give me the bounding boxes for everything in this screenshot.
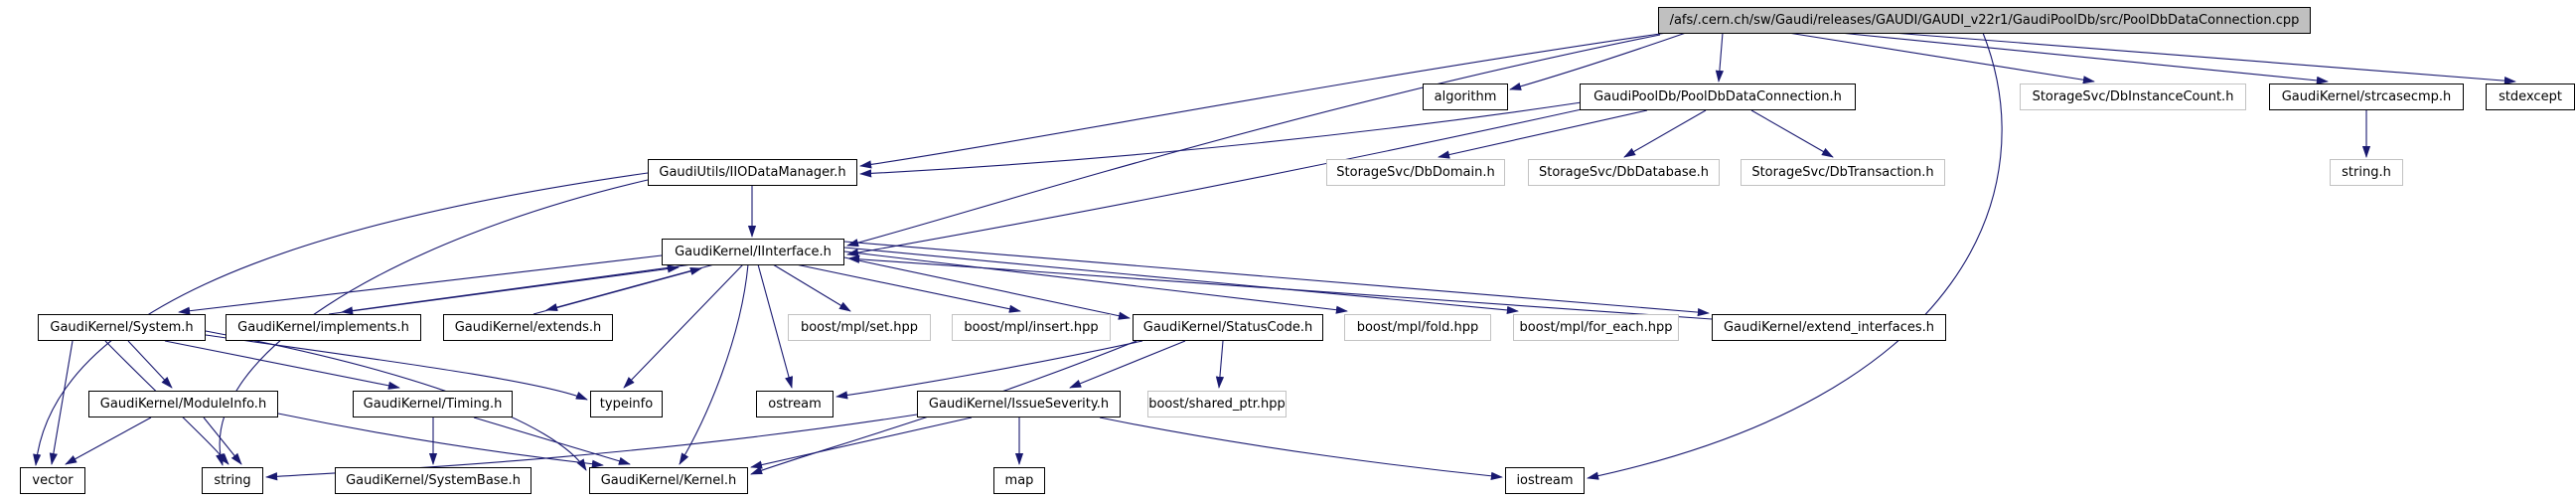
node-string: string [202, 467, 263, 494]
node-typeinfo: typeinfo [590, 391, 663, 418]
edge-iinterface-mpl-fold-hpp [843, 250, 1348, 314]
edge-extends-iinterface-h [532, 266, 702, 315]
node-module-info-h[interactable]: GaudiKernel/ModuleInfo.h [88, 391, 278, 418]
edge-system-vector [49, 340, 74, 465]
edge-extend-interfaces-iinterface-h [847, 254, 1713, 320]
edge-issue-severity-string [265, 414, 918, 481]
edge-iinterface-mpl-insert-hpp [795, 263, 1021, 313]
node-extend-interfaces-h[interactable]: GaudiKernel/extend_interfaces.h [1712, 314, 1946, 341]
node-mpl-for-each-hpp: boost/mpl/for_each.hpp [1513, 314, 1679, 341]
node-strcasecmp-h[interactable]: GaudiKernel/strcasecmp.h [2269, 84, 2464, 110]
edge-cpp-pooldb-data-connection-h [1715, 32, 1725, 83]
edge-status-code-issue-severity-h [1069, 340, 1186, 389]
edge-iio-vector [33, 172, 649, 466]
node-system-base-h[interactable]: GaudiKernel/SystemBase.h [335, 467, 531, 494]
edge-pooldb-db-transaction-h [1750, 109, 1834, 158]
node-status-code-h[interactable]: GaudiKernel/StatusCode.h [1133, 314, 1323, 341]
node-vector: vector [20, 467, 85, 494]
node-issue-severity-h[interactable]: GaudiKernel/IssueSeverity.h [917, 391, 1121, 418]
edge-iinterface-status-code-h [843, 256, 1131, 320]
node-extends-h[interactable]: GaudiKernel/extends.h [443, 314, 613, 341]
node-map: map [993, 467, 1045, 494]
edge-cpp-iinterface-h [846, 34, 1661, 248]
node-db-database-h: StorageSvc/DbDatabase.h [1528, 159, 1720, 186]
edge-iio-string [216, 179, 649, 466]
node-ostream: ostream [756, 391, 833, 418]
edge-module-info-kernel-h [277, 413, 604, 468]
node-iinterface-h[interactable]: GaudiKernel/IInterface.h [662, 239, 844, 265]
node-db-instance-count-h: StorageSvc/DbInstanceCount.h [2020, 84, 2246, 110]
edge-system-module-info-h [127, 340, 173, 389]
node-stdexcept: stdexcept [2486, 84, 2575, 110]
edge-iinterface-mpl-set-hpp [772, 263, 851, 312]
node-cpp-title: /afs/.cern.ch/sw/Gaudi/releases/GAUDI/GA… [1658, 7, 2311, 34]
edge-iinterface-extend-interfaces-h [843, 241, 1710, 317]
edge-system-timing-h [164, 340, 400, 390]
edge-module-info-string [203, 417, 242, 465]
node-db-transaction-h: StorageSvc/DbTransaction.h [1741, 159, 1945, 186]
node-string-h: string.h [2330, 159, 2403, 186]
edge-cpp-strcasecmp-h [1839, 32, 2329, 84]
edge-pooldb-db-database-h [1623, 109, 1707, 158]
node-iostream: iostream [1505, 467, 1585, 494]
edge-cpp-stdexcept [1892, 32, 2516, 85]
edge-status-code-kernel-h [750, 340, 1137, 475]
node-pooldb-data-connection-h[interactable]: GaudiPoolDb/PoolDbDataConnection.h [1580, 84, 1856, 110]
edge-cpp-db-instance-count-h [1787, 32, 2095, 84]
edge-status-code-shared-ptr-hpp [1215, 340, 1225, 389]
node-system-h[interactable]: GaudiKernel/System.h [38, 314, 206, 341]
edge-issue-severity-iostream [1099, 417, 1503, 480]
edge-pooldb-db-domain-h [1438, 109, 1648, 159]
edge-cpp-iio-data-manager-h [859, 32, 1668, 169]
edge-module-info-vector [65, 417, 152, 465]
edge-cpp-algorithm [1509, 32, 1687, 90]
node-algorithm: algorithm [1423, 84, 1508, 110]
edge-timing-kernel-h [473, 417, 631, 465]
edge-iinterface-mpl-for-each-hpp [843, 247, 1519, 315]
edge-pooldb-iinterface-h [846, 108, 1583, 257]
node-mpl-insert-hpp: boost/mpl/insert.hpp [952, 314, 1111, 341]
edge-iinterface-ostream [757, 263, 794, 389]
node-iio-data-manager-h[interactable]: GaudiUtils/IIODataManager.h [648, 159, 857, 186]
node-shared-ptr-hpp: boost/shared_ptr.hpp [1147, 391, 1287, 418]
edge-status-code-ostream [835, 340, 1143, 400]
edge-implements-iinterface-h [328, 264, 680, 315]
edge-issue-severity-kernel-h [750, 417, 973, 469]
node-timing-h[interactable]: GaudiKernel/Timing.h [353, 391, 513, 418]
node-db-domain-h: StorageSvc/DbDomain.h [1326, 159, 1505, 186]
edge-iinterface-kernel-h [679, 263, 749, 465]
node-mpl-set-hpp: boost/mpl/set.hpp [788, 314, 931, 341]
node-mpl-fold-hpp: boost/mpl/fold.hpp [1344, 314, 1491, 341]
node-kernel-h[interactable]: GaudiKernel/Kernel.h [589, 467, 748, 494]
edge-iinterface-typeinfo [623, 263, 744, 389]
edge-pooldb-iio-data-manager-h [859, 101, 1583, 178]
node-implements-h[interactable]: GaudiKernel/implements.h [226, 314, 421, 341]
edge-cpp-iostream [1587, 32, 2003, 480]
edge-iinterface-system-h [178, 254, 663, 315]
